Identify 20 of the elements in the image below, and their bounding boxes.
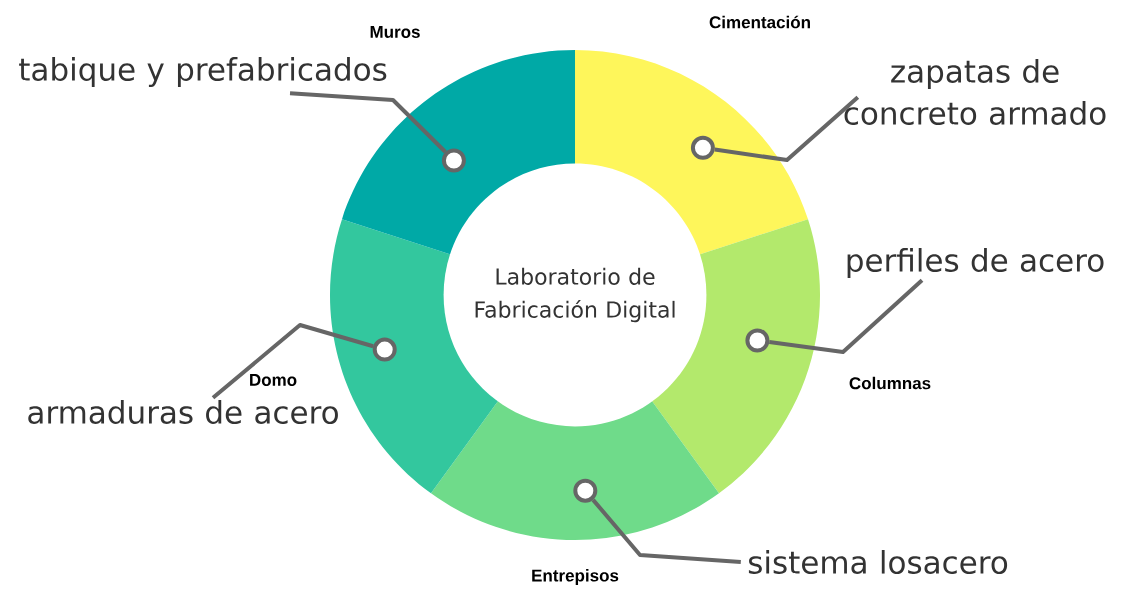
callout-text: tabique y prefabricados: [19, 57, 387, 87]
leader-dot: [372, 337, 397, 362]
leader-line: [591, 498, 741, 564]
node-label: Cimentación: [709, 15, 810, 29]
node-label: Muros: [370, 26, 420, 38]
callout-text: zapatas de concreto armado: [844, 59, 1106, 125]
leader-line: [769, 278, 924, 354]
node-label: Domo: [250, 374, 297, 386]
callout-text: sistema losacero: [748, 550, 1008, 574]
callout-text: perfiles de acero: [847, 248, 1104, 278]
leader-dot: [690, 135, 715, 160]
leader-line: [289, 91, 447, 154]
node-label: Entrepisos: [532, 569, 619, 585]
leader-dot: [745, 328, 770, 353]
leader-dot: [573, 478, 598, 503]
leader-line: [714, 95, 860, 162]
leader-line: [211, 323, 374, 400]
leader-dot: [441, 148, 466, 173]
node-label: Columnas: [849, 376, 931, 390]
callout-text: armaduras de acero: [28, 400, 338, 424]
